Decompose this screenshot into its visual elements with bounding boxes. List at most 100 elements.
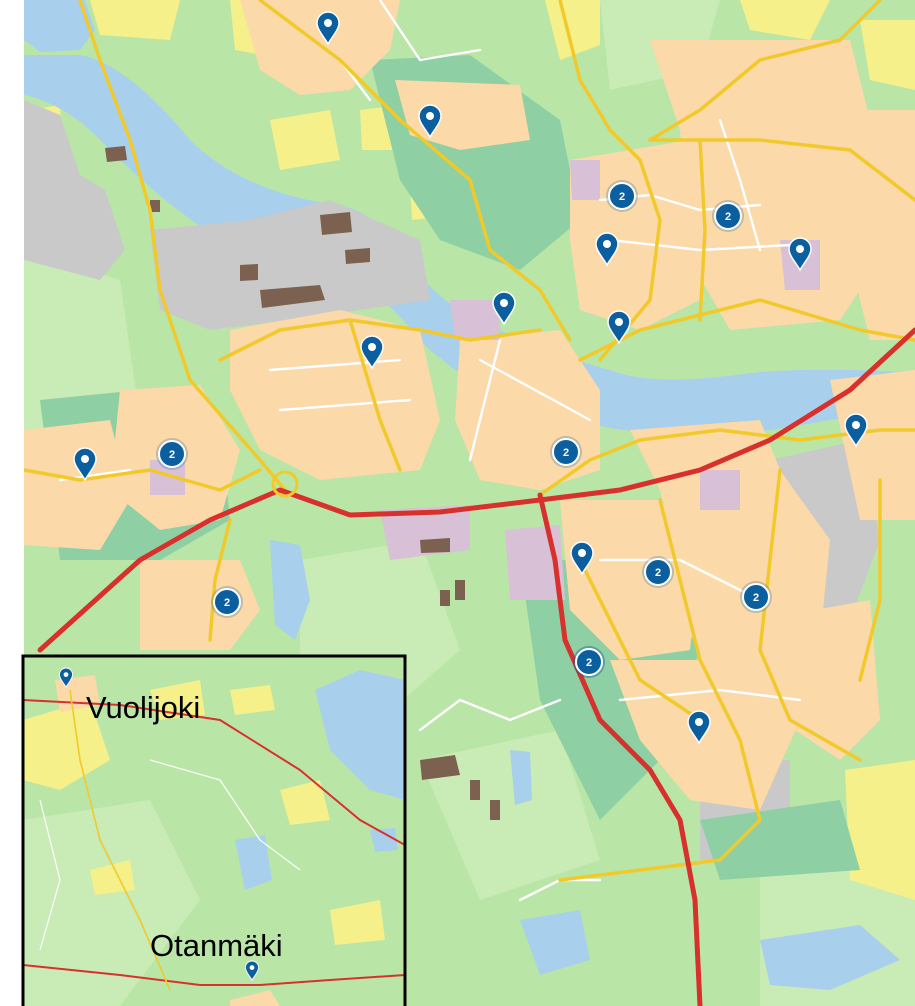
- building: [150, 200, 160, 212]
- lake: [270, 540, 310, 640]
- main-road: [208, 518, 232, 642]
- pin-dot: [603, 240, 611, 248]
- field-area: [860, 20, 915, 90]
- inset-lake: [370, 828, 398, 852]
- location-marker[interactable]: 2: [156, 438, 188, 470]
- pin-dot: [796, 245, 804, 253]
- location-marker[interactable]: [360, 335, 384, 370]
- minor-road: [598, 558, 762, 602]
- map-pin-icon: [687, 710, 711, 745]
- main-road: [578, 558, 702, 722]
- main-road: [78, 0, 287, 492]
- inset-road: [23, 699, 405, 846]
- residential-area: [240, 0, 400, 95]
- pin-dot: [852, 421, 860, 429]
- location-marker[interactable]: 2: [573, 646, 605, 678]
- location-marker[interactable]: [570, 541, 594, 576]
- location-marker[interactable]: [687, 710, 711, 745]
- inset-road: [149, 759, 301, 871]
- cluster-icon: [575, 648, 603, 676]
- location-marker[interactable]: [58, 667, 74, 689]
- inset-forest: [23, 800, 200, 1006]
- location-marker[interactable]: [788, 237, 812, 272]
- cluster-icon: [644, 558, 672, 586]
- lake: [510, 750, 532, 805]
- cluster-count: 2: [224, 597, 230, 609]
- markers[interactable]: 2 2 2 2 2 2 2 2 2: [73, 11, 868, 745]
- main-road: [258, 0, 572, 342]
- main-road: [658, 498, 762, 862]
- pin-dot: [695, 718, 703, 726]
- interchange: [271, 470, 299, 498]
- location-marker[interactable]: 2: [606, 180, 638, 212]
- commercial-area: [570, 160, 600, 200]
- inset-field: [230, 685, 275, 715]
- map-pin-icon: [418, 104, 442, 139]
- field-area: [845, 760, 915, 900]
- main-road: [698, 138, 707, 322]
- location-marker[interactable]: 2: [211, 586, 243, 618]
- location-marker[interactable]: [316, 11, 340, 46]
- main-road: [648, 0, 882, 142]
- map-pin-icon: [595, 232, 619, 267]
- cluster-icon: [714, 202, 742, 230]
- cluster-count: 2: [619, 191, 625, 203]
- inset-lake: [235, 835, 272, 890]
- lake: [520, 910, 590, 975]
- pin-dot: [615, 318, 623, 326]
- building: [455, 580, 465, 600]
- main-road: [758, 468, 862, 762]
- location-marker[interactable]: [244, 960, 260, 982]
- residential-area: [140, 560, 260, 650]
- location-marker[interactable]: [595, 232, 619, 267]
- industrial-area: [150, 200, 430, 330]
- inset-field: [280, 780, 330, 825]
- location-marker[interactable]: [844, 413, 868, 448]
- highway: [37, 327, 915, 653]
- lake: [24, 0, 95, 52]
- inset-map[interactable]: Vuolijoki Otanmäki: [21, 654, 407, 1006]
- field-area: [90, 0, 180, 40]
- map-pin-icon: [360, 335, 384, 370]
- building: [440, 590, 450, 606]
- main-road: [858, 478, 882, 682]
- building: [320, 212, 352, 235]
- cluster-count: 2: [655, 567, 661, 579]
- place-label-vuolijoki: Vuolijoki: [86, 690, 200, 725]
- map-pin-icon: [570, 541, 594, 576]
- cluster-count: 2: [586, 657, 592, 669]
- cluster-count: 2: [563, 447, 569, 459]
- pin-dot: [426, 112, 434, 120]
- inset-road: [39, 799, 61, 951]
- location-marker[interactable]: 2: [550, 436, 582, 468]
- cluster-icon: [742, 583, 770, 611]
- place-label-otanmaki: Otanmäki: [150, 928, 283, 963]
- map-pin-icon: [73, 447, 97, 482]
- location-marker[interactable]: [418, 104, 442, 139]
- inset-residential: [230, 990, 280, 1006]
- location-marker[interactable]: [607, 310, 631, 345]
- location-marker[interactable]: 2: [740, 581, 772, 613]
- minor-road: [618, 688, 802, 702]
- field-area: [740, 0, 830, 40]
- inset-road: [69, 689, 171, 991]
- residential-area: [840, 110, 915, 340]
- map-pin-icon: [316, 11, 340, 46]
- building: [490, 800, 500, 820]
- building: [105, 146, 127, 162]
- building: [345, 248, 370, 264]
- minor-road: [418, 698, 562, 732]
- commercial-area: [150, 460, 185, 495]
- industrial-area: [24, 100, 125, 280]
- main-map[interactable]: 2 2 2 2 2 2 2 2 2: [24, 0, 915, 1006]
- location-marker[interactable]: 2: [642, 556, 674, 588]
- main-roads: [24, 0, 915, 882]
- location-marker[interactable]: [73, 447, 97, 482]
- building: [260, 285, 325, 308]
- inset-field: [150, 680, 205, 720]
- location-marker[interactable]: [492, 291, 516, 326]
- location-marker[interactable]: 2: [712, 200, 744, 232]
- map-pin-icon: [58, 667, 74, 689]
